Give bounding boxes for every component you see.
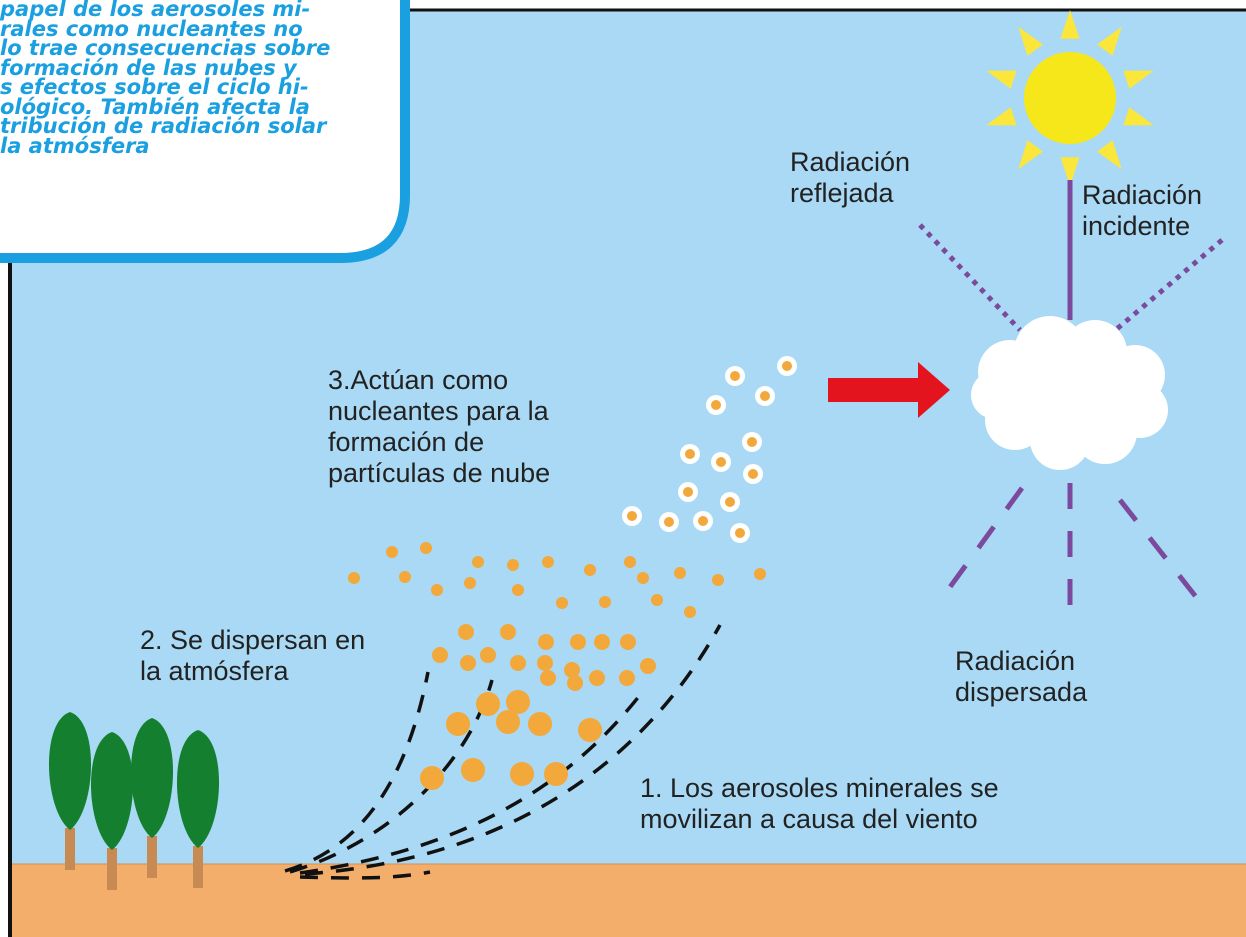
aerosol-particle xyxy=(496,710,520,734)
aerosol-particle xyxy=(510,655,526,671)
label-step-1: 1. Los aerosoles minerales se movilizan … xyxy=(640,773,999,834)
ground xyxy=(12,864,1246,937)
aerosol-particle xyxy=(640,658,656,674)
aerosol-particle xyxy=(538,634,554,650)
tree-trunk xyxy=(193,846,203,888)
sun-ray xyxy=(1123,70,1154,89)
aerosol-particle xyxy=(540,670,556,686)
sun-ray xyxy=(1060,10,1080,39)
aerosol-particle xyxy=(567,675,583,691)
aerosol-particle xyxy=(542,556,554,568)
aerosol-particle xyxy=(594,634,610,650)
aerosol-particle xyxy=(651,594,663,606)
cloud-nucleus-core xyxy=(760,391,770,401)
label-step-3: 3.Actúan como nucleantes para la formaci… xyxy=(328,365,551,488)
cloud-nucleus-core xyxy=(627,511,637,521)
aerosol-particle xyxy=(472,556,484,568)
aerosol-particles xyxy=(348,542,766,790)
aerosol-particle xyxy=(512,584,524,596)
sun-ray xyxy=(1097,26,1122,56)
tree-trunk xyxy=(107,848,117,890)
aerosol-particle xyxy=(431,584,443,596)
sun-ray xyxy=(986,70,1017,89)
aerosol-particle xyxy=(386,546,398,558)
tree-foliage xyxy=(48,712,92,830)
aerosol-particle xyxy=(507,559,519,571)
aerosol-particle xyxy=(528,712,552,736)
aerosol-particle xyxy=(570,634,586,650)
aerosol-particle xyxy=(464,577,476,589)
aerosol-particle xyxy=(458,624,474,640)
label-reflected-radiation: Radiación reflejada xyxy=(790,147,911,208)
aerosol-particle xyxy=(674,567,686,579)
aerosol-particle xyxy=(432,647,448,663)
aerosol-particle xyxy=(599,596,611,608)
cloud-nucleus-core xyxy=(685,449,695,459)
cloud-nucleus-core xyxy=(730,371,740,381)
reflected-radiation-lines xyxy=(918,223,1224,335)
cloud-nucleus-core xyxy=(735,528,745,538)
tree-foliage xyxy=(176,730,220,848)
sun-icon xyxy=(986,10,1154,186)
label-scattered-radiation: Radiación dispersada xyxy=(955,646,1088,707)
tree-foliage xyxy=(130,718,174,838)
cloud-nucleus-core xyxy=(782,361,792,371)
label-incident-radiation: Radiación incidente xyxy=(1082,180,1203,241)
cloud-icon xyxy=(971,316,1168,470)
aerosol-particle xyxy=(461,758,485,782)
cloud-nucleus-core xyxy=(716,457,726,467)
aerosol-particle xyxy=(589,670,605,686)
tree-trunk xyxy=(65,828,75,870)
sun-ray xyxy=(1060,157,1080,186)
aerosol-particle xyxy=(556,597,568,609)
aerosol-particle xyxy=(620,634,636,650)
scattered-radiation-lines xyxy=(939,483,1202,612)
aerosol-particle xyxy=(506,690,530,714)
aerosol-particle xyxy=(754,568,766,580)
aerosol-particle xyxy=(399,571,411,583)
aerosol-particle xyxy=(544,762,568,786)
aerosol-particle xyxy=(460,655,476,671)
aerosol-particle xyxy=(348,572,360,584)
tree-trunk xyxy=(147,836,157,878)
aerosol-particle xyxy=(684,606,696,618)
cloud-nucleus-core xyxy=(747,437,757,447)
cloud-nucleus-core xyxy=(748,469,758,479)
cloud-nucleus-core xyxy=(664,517,674,527)
arrow-to-cloud-icon xyxy=(828,362,950,418)
aerosol-particle xyxy=(624,556,636,568)
aerosol-particle xyxy=(510,762,534,786)
trees-icon xyxy=(48,712,220,890)
aerosol-particle xyxy=(420,766,444,790)
sun-ray xyxy=(1018,140,1043,170)
sun-ray xyxy=(1097,140,1122,170)
cloud-nucleus-core xyxy=(698,516,708,526)
aerosol-particle xyxy=(712,574,724,586)
aerosol-particle xyxy=(420,542,432,554)
cloud-nucleus-core xyxy=(725,497,735,507)
aerosol-particle xyxy=(537,655,553,671)
tree-foliage xyxy=(90,732,134,850)
aerosol-particle xyxy=(500,624,516,640)
aerosol-particle xyxy=(584,564,596,576)
sun-ray xyxy=(986,107,1017,126)
sun-ray xyxy=(1123,107,1154,126)
cloud-nucleus-core xyxy=(683,487,693,497)
callout-bubble xyxy=(0,0,410,263)
sun-ray xyxy=(1018,26,1043,56)
aerosol-particle xyxy=(476,692,500,716)
aerosol-particle xyxy=(637,572,649,584)
aerosol-particle xyxy=(446,712,470,736)
label-step-2: 2. Se dispersan en la atmósfera xyxy=(140,625,366,686)
aerosol-particle xyxy=(480,647,496,663)
cloud-nucleus-core xyxy=(711,400,721,410)
aerosol-particle xyxy=(564,662,580,678)
callout-text: papel de los aerosoles mi- rales como nu… xyxy=(0,0,331,158)
cloud-nuclei-particles xyxy=(622,356,797,543)
aerosol-particle xyxy=(578,718,602,742)
aerosol-particle xyxy=(619,670,635,686)
